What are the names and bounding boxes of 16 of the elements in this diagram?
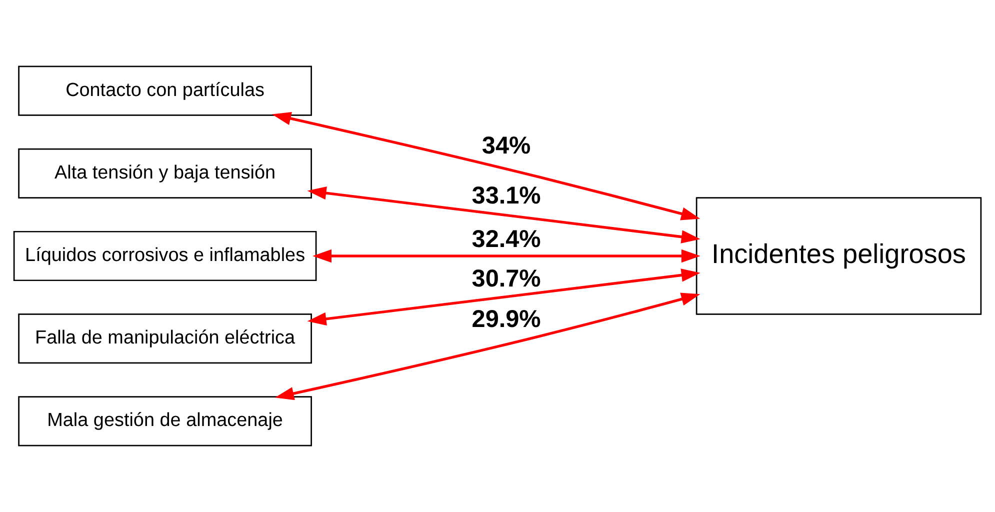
arrow [307,186,700,244]
node-box: Falla de manipulación eléctrica [18,314,312,364]
node-box: Líquidos corrosivos e inflamables [13,230,317,282]
node-box: Mala gestión de almacenaje [18,396,312,446]
edge-label: 30.7% [472,265,541,292]
edge-label: 32.4% [472,226,541,254]
arrow [274,292,700,400]
arrow [272,112,700,220]
node-box: Alta tensión y baja tensión [18,148,312,198]
arrow [307,268,700,326]
arrow [312,249,700,263]
node-box: Incidentes peligrosos [696,197,982,315]
edge-label: 33.1% [472,182,541,210]
node-box: Contacto con partículas [18,66,312,116]
edge-label: 34% [482,132,531,160]
edge-label: 29.9% [472,306,541,333]
